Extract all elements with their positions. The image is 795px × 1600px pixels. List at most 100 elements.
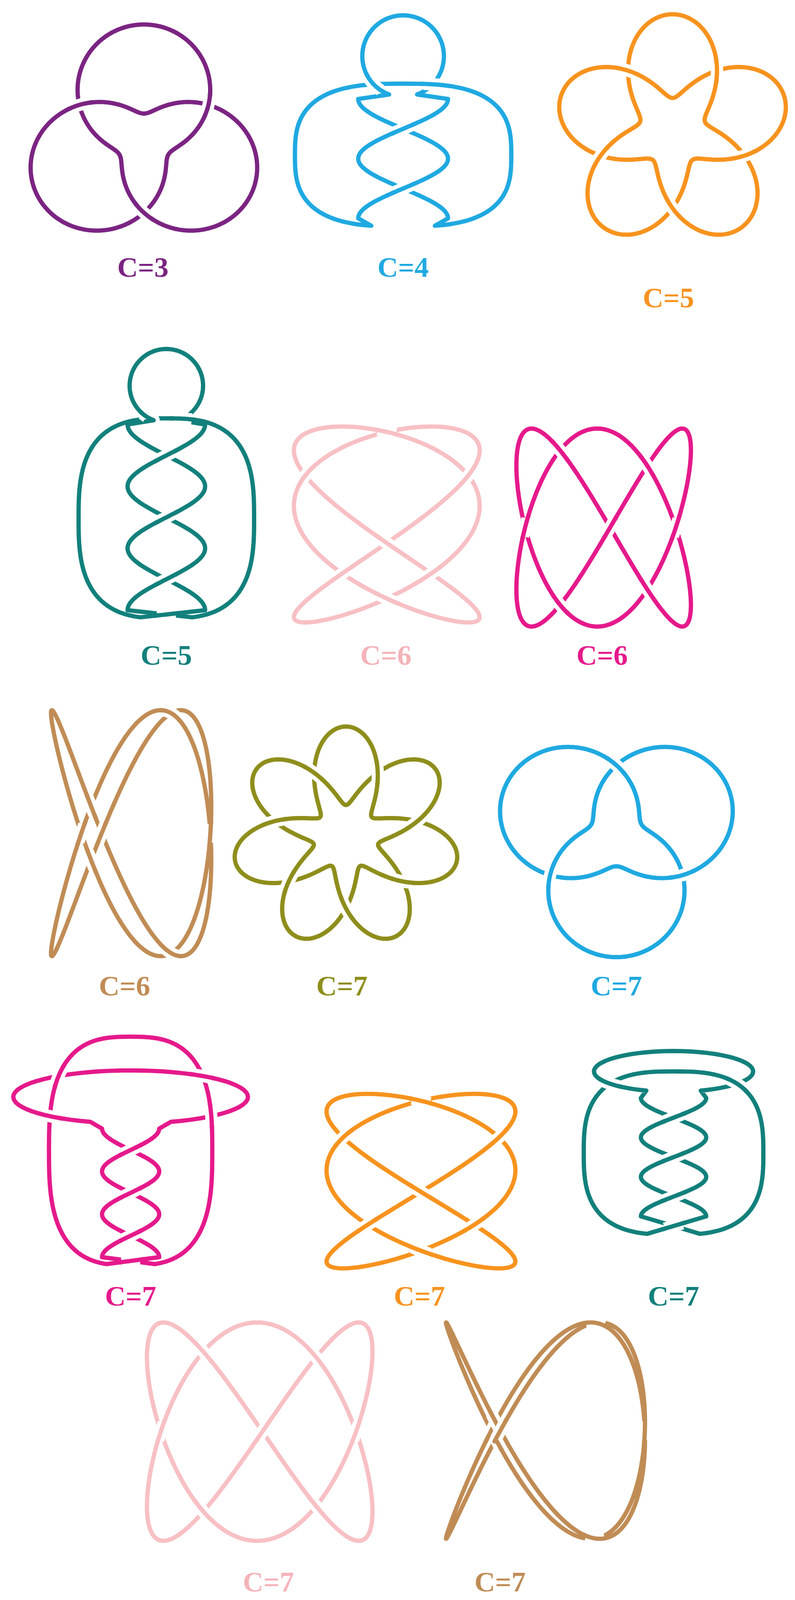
knot-strand [420, 566, 441, 581]
knot-strand [332, 566, 353, 581]
knot-strand [118, 1259, 143, 1263]
crossing-number-label: C=5 [140, 640, 193, 670]
knot-strand [119, 1144, 142, 1156]
knot-strand [644, 1418, 646, 1443]
knot-strand [334, 1129, 353, 1147]
knot-strand [409, 1246, 433, 1256]
knot-strand [661, 1222, 686, 1230]
knot-strand [463, 1217, 485, 1232]
knot-strand [303, 766, 324, 781]
knot-strand [446, 1322, 646, 1539]
knot-strand [583, 1534, 608, 1539]
knot-strand [298, 466, 314, 486]
crossing-number-label: C=6 [98, 971, 151, 1001]
knot-strand [366, 74, 384, 93]
knot-strand [583, 1051, 764, 1235]
crossing-number-label: C=7 [590, 971, 643, 1001]
knot-strand [97, 821, 107, 845]
knot-strand [156, 1420, 165, 1444]
knot-strand [715, 58, 717, 83]
knot-strand [391, 183, 415, 194]
crossing-number-label: C=3 [117, 252, 169, 282]
crossing-number-label: C=6 [360, 640, 412, 670]
knot-strand [146, 1322, 373, 1541]
knot-strand [606, 757, 625, 775]
knot-strand [408, 1098, 433, 1104]
knot-strand [54, 1065, 65, 1088]
knot-strand [407, 812, 427, 829]
knot-strand [262, 818, 287, 826]
knot-strand [190, 1074, 215, 1079]
knot-strand [516, 428, 691, 627]
knot-strand [559, 14, 786, 235]
knot-strand [594, 146, 609, 167]
knot-strand [170, 418, 195, 420]
knot-strand [13, 1036, 249, 1265]
knot-strand [155, 449, 178, 462]
knot-strand [195, 1342, 212, 1362]
crossing-number-label: C=7 [242, 1567, 295, 1597]
knot-strand [86, 795, 96, 818]
knot-strand [671, 515, 680, 540]
crossing-number-label: C=7 [648, 1281, 700, 1311]
knot-strand [376, 760, 378, 785]
knot-strand [603, 516, 617, 538]
knot-strand [670, 870, 695, 878]
knot-strand [77, 821, 86, 846]
knot-strand [195, 1502, 212, 1521]
knot-strand [375, 593, 398, 604]
knot-strand [119, 1187, 142, 1199]
knot-strand [30, 24, 258, 231]
knot-strand [357, 1218, 378, 1232]
knot-strand [489, 1128, 508, 1146]
knot-strand [204, 93, 211, 117]
knot-strand [51, 710, 212, 956]
knot-strand [307, 1348, 324, 1368]
knot-strand [662, 1152, 686, 1162]
crossing-number-label: C=7 [393, 1281, 446, 1311]
crossing-number-label: C=5 [642, 283, 695, 313]
knot-strand [155, 573, 178, 586]
knot-strand [78, 348, 255, 618]
knot-strand [86, 848, 96, 872]
knot-strand [38, 1113, 63, 1119]
knot-strand [552, 440, 568, 461]
knot-strand [119, 1230, 142, 1242]
knot-strand [376, 535, 397, 550]
knot-strand [732, 150, 756, 159]
knot-strand [154, 613, 179, 617]
knot-strand [726, 1077, 747, 1092]
knot-strand [494, 1420, 507, 1442]
knot-strand [155, 511, 178, 524]
knot-strand [293, 426, 480, 623]
knot-strand [255, 1421, 270, 1442]
knot-strand [234, 726, 458, 940]
knot-strand [308, 1496, 325, 1516]
knot-strand [391, 878, 416, 883]
knot-strand [284, 870, 295, 894]
knot-strand [326, 1093, 516, 1269]
knot-strand [294, 15, 512, 226]
knot-strand [522, 515, 529, 540]
knot-strand [67, 102, 92, 110]
knot-strand [662, 1113, 686, 1123]
knot-strand [161, 945, 183, 956]
knot-strand [598, 1078, 622, 1088]
knot-strand [410, 1185, 432, 1199]
knot-strand [135, 203, 154, 220]
knot-strand [553, 595, 569, 614]
knot-strand [548, 863, 555, 888]
crossing-number-label: C=6 [576, 640, 628, 670]
knot-strand [351, 1420, 360, 1444]
knot-strand [616, 67, 640, 76]
knot-strand [140, 411, 154, 422]
knot-strand [640, 455, 654, 477]
knot-strand [640, 579, 655, 600]
knot-strand [391, 124, 415, 134]
knot-strand [666, 197, 681, 218]
crossing-number-label: C=7 [474, 1567, 526, 1597]
knot-strand [662, 1192, 686, 1202]
crossing-number-label: C=7 [104, 1281, 157, 1311]
knot-strand [374, 429, 399, 436]
